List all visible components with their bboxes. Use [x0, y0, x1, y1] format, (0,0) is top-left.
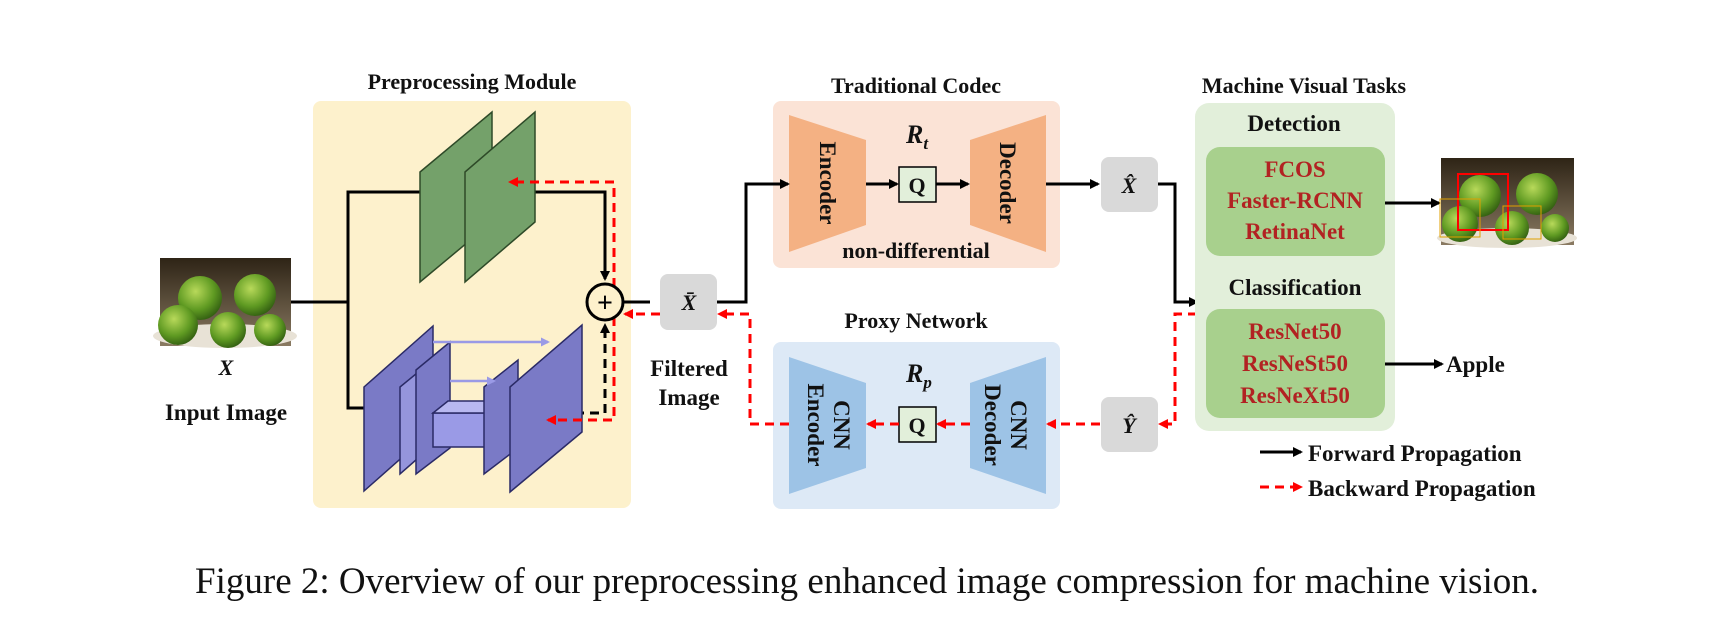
green-conv-layers: [419, 110, 536, 284]
x-hat-to-tasks-line: [1158, 182, 1199, 307]
classification-title: Classification: [1229, 275, 1362, 300]
codec-quantizer: Q: [898, 166, 937, 203]
proxy-backward-lines: [623, 309, 1100, 429]
filtered-label-line1: Filtered: [650, 356, 728, 381]
svg-text:Decoder: Decoder: [995, 142, 1020, 224]
figure-caption: Figure 2: Overview of our preprocessing …: [0, 560, 1734, 603]
y-hat-symbol: Ŷ: [1122, 413, 1138, 438]
detection-model-1: FCOS: [1264, 157, 1325, 182]
caption-text: Overview of our preprocessing enhanced i…: [338, 561, 1539, 602]
proxy-decoder: Decoder CNN: [970, 357, 1046, 494]
svg-text:CNN: CNN: [1006, 400, 1031, 450]
detection-output-image: [1437, 158, 1577, 248]
codec-rate-label: Rt: [905, 120, 929, 153]
y-hat-node: [1101, 397, 1158, 452]
legend-forward-label: Forward Propagation: [1308, 441, 1522, 466]
filtered-symbol: X̄: [681, 290, 698, 315]
detection-title: Detection: [1247, 111, 1340, 136]
codec-forward-lines: [717, 179, 1100, 304]
skip-connections: [433, 337, 550, 386]
svg-text:Decoder: Decoder: [980, 384, 1005, 466]
add-node: [585, 282, 625, 322]
tasks-to-y-hat-line: [1158, 312, 1197, 429]
codec-decoder: Decoder: [970, 115, 1046, 252]
unet-blocks: [363, 323, 583, 494]
proxy-encoder: Encoder CNN: [789, 357, 866, 494]
detection-model-2: Faster-RCNN: [1227, 188, 1363, 213]
codec-encoder: Encoder: [789, 115, 866, 252]
input-image: [153, 258, 297, 348]
svg-text:Encoder: Encoder: [815, 141, 840, 224]
codec-title: Traditional Codec: [831, 73, 1001, 98]
svg-text:CNN: CNN: [829, 400, 854, 450]
input-symbol: X: [218, 355, 235, 380]
proxy-quantizer: Q: [898, 406, 937, 443]
codec-note: non-differential: [842, 238, 989, 263]
detection-model-3: RetinaNet: [1245, 219, 1345, 244]
x-hat-node: [1101, 157, 1158, 212]
add-symbol: +: [597, 288, 613, 319]
proxy-rate-label: Rp: [905, 359, 932, 392]
input-label: Input Image: [165, 400, 287, 425]
classification-output: Apple: [1446, 352, 1505, 377]
svg-text:Encoder: Encoder: [803, 383, 828, 466]
svg-text:Q: Q: [908, 413, 925, 438]
x-hat-symbol: X̂: [1121, 173, 1138, 198]
legend-backward-label: Backward Propagation: [1308, 476, 1536, 501]
proxy-title: Proxy Network: [844, 308, 988, 333]
caption-label: Figure 2:: [195, 561, 330, 602]
preprocessing-title: Preprocessing Module: [368, 69, 577, 94]
filtered-image-node: [660, 274, 717, 330]
classification-model-2: ResNeSt50: [1242, 351, 1348, 376]
legend: Forward Propagation Backward Propagation: [1260, 441, 1536, 501]
detection-box: [1206, 147, 1385, 256]
svg-text:Q: Q: [908, 173, 925, 198]
tasks-title: Machine Visual Tasks: [1202, 73, 1407, 98]
classification-model-3: ResNeXt50: [1240, 383, 1350, 408]
preprocessing-backward-lines: [508, 177, 616, 425]
filtered-label-line2: Image: [658, 385, 719, 410]
classification-box: [1206, 309, 1385, 418]
classification-model-1: ResNet50: [1248, 319, 1341, 344]
